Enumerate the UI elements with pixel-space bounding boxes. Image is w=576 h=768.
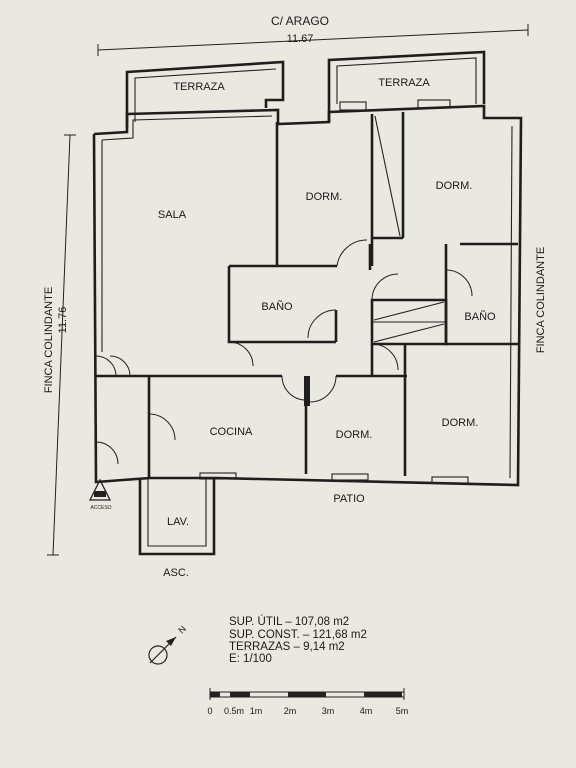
patio-label: PATIO xyxy=(333,493,365,505)
scale-tick-0: 0 xyxy=(207,706,212,716)
sup-util: SUP. ÚTIL – 107,08 m2 xyxy=(229,615,349,628)
terrazas-area: TERRAZAS – 9,14 m2 xyxy=(229,641,345,653)
sala-label: SALA xyxy=(158,209,187,221)
cocina-label: COCINA xyxy=(210,426,253,438)
door-swings xyxy=(95,239,473,465)
finca-right-label: FINCA COLINDANTE xyxy=(535,247,547,353)
lavadero xyxy=(138,478,216,556)
dorm-small-label: DORM. xyxy=(336,429,373,441)
lav-label: LAV. xyxy=(167,516,189,528)
top-dimension-line xyxy=(97,24,529,56)
north-label: N xyxy=(176,624,188,636)
terraza-left-label: TERRAZA xyxy=(173,81,225,93)
scale-bar xyxy=(209,688,405,700)
scale-tick-4: 4m xyxy=(360,706,373,716)
scale-tick-2: 2m xyxy=(284,706,297,716)
dorm-top-right-label: DORM. xyxy=(436,180,473,192)
access-icon xyxy=(88,478,112,501)
patio-windows xyxy=(199,472,469,484)
interior-walls xyxy=(96,112,518,478)
terraza-left xyxy=(125,60,285,128)
bano-left-label: BAÑO xyxy=(261,300,293,313)
street-label: C/ ARAGO xyxy=(271,14,329,28)
left-dimension-line xyxy=(47,134,76,556)
terraza-right-label: TERRAZA xyxy=(378,77,430,89)
exterior-wall xyxy=(92,104,523,487)
scale-tick-1: 1m xyxy=(250,706,263,716)
scale-tick-3: 3m xyxy=(322,706,335,716)
bano-right-label: BAÑO xyxy=(464,310,496,323)
dimension-width: 11.67 xyxy=(287,33,314,45)
dorm-top-label: DORM. xyxy=(306,191,343,203)
asc-label: ASC. xyxy=(163,567,189,579)
sup-const: SUP. CONST. – 121,68 m2 xyxy=(229,629,367,641)
access-label: ACCESO xyxy=(90,505,111,511)
exterior-wall-inner xyxy=(101,115,273,141)
scale-tick-05: 0.5m xyxy=(224,706,244,716)
finca-left-label: FINCA COLINDANTE xyxy=(43,287,55,393)
scale-ratio: E: 1/100 xyxy=(229,653,272,665)
dimension-height: 11.76 xyxy=(57,307,69,334)
dorm-bottom-right-label: DORM. xyxy=(442,417,479,429)
scale-tick-5: 5m xyxy=(396,706,409,716)
north-arrow-icon xyxy=(148,636,177,665)
